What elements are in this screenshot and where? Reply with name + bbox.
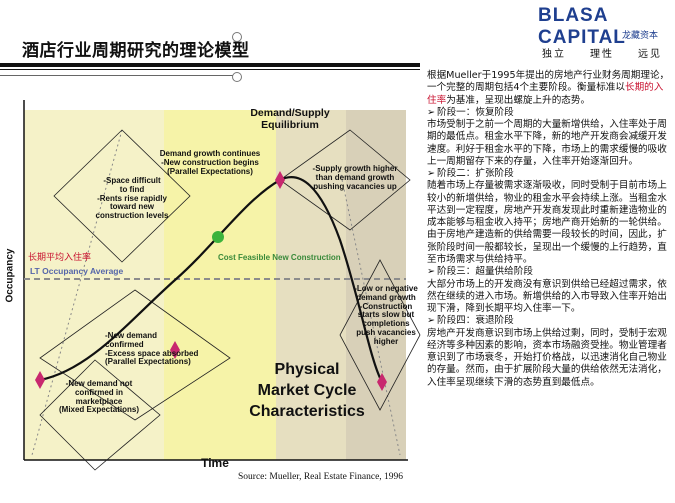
note-supply-growth: -Supply growth higher than demand growth… xyxy=(312,164,398,191)
note-demand-not-confirmed: -New demand not confirmed in marketplace… xyxy=(58,379,139,415)
phase-band-expansion xyxy=(164,110,276,460)
intro-paragraph: 根据Mueller于1995年提出的房地产行业财务周期理论，一个完整的周期包括4… xyxy=(427,70,670,106)
cycle-point-marker-4 xyxy=(377,373,387,391)
note-demand-confirmed: -New demand confirmed -Excess space abso… xyxy=(105,331,199,367)
logo-sub: 龙藏资本 xyxy=(622,31,659,41)
title-rule-thin xyxy=(0,69,420,70)
note-diamond-negative xyxy=(339,259,421,411)
phase3-body: 大部分市场上的开发商没有意识到供给已经超过需求，依然在继续的进入市场。新增供给的… xyxy=(427,278,667,315)
phase4-body: 房地产开发商意识到市场上供给过剩，同时，受制于宏观经济等多种因素的影响，资本市场… xyxy=(427,327,667,388)
guide-line-left xyxy=(31,129,123,456)
arrow-bullet-icon: ➢ xyxy=(427,266,436,278)
logo-slogan: 独立 理性 远见 xyxy=(542,49,662,60)
phase4-heading: ➢阶段四：衰退阶段 xyxy=(427,315,514,327)
title-rule xyxy=(0,63,420,67)
arrow-bullet-icon: ➢ xyxy=(427,106,436,118)
cost-feasible-marker xyxy=(212,231,224,243)
note-negative-demand: -Low or negative demand growth -Construc… xyxy=(354,284,418,346)
resize-handle-top-left[interactable] xyxy=(232,32,242,42)
logo-brand: BLASA CAPITAL xyxy=(538,5,626,48)
note-rents-rise: -Space difficult to find -Rents rise rap… xyxy=(95,176,169,221)
page-title: 酒店行业周期研究的理论模型 xyxy=(22,41,250,61)
phase-band-recovery xyxy=(24,110,164,460)
cost-feasible-label: Cost Feasible New Construction xyxy=(218,253,341,262)
selection-frame-top xyxy=(0,75,237,76)
note-diamond-rents xyxy=(53,129,191,263)
figure-source: Source: Mueller, Real Estate Finance, 19… xyxy=(238,472,404,482)
phase2-heading: ➢阶段二：扩张阶段 xyxy=(427,168,514,180)
highlight-occupancy: 长期的入住率 xyxy=(427,82,664,106)
cycle-diagram xyxy=(23,100,421,471)
phase1-body: 市场受制于之前一个周期的大量新增供给，入住率处于周期的最低点。租金水平下降，新的… xyxy=(427,119,667,167)
phase2-body: 随着市场上存量被需求逐渐吸收，同时受制于目前市场上较小的新增供给，物业的租金水平… xyxy=(427,180,667,265)
arrow-bullet-icon: ➢ xyxy=(427,168,436,180)
brand-logo: BLASA CAPITAL 龙藏资本 独立 理性 远见 xyxy=(538,5,673,61)
cycle-point-marker-3 xyxy=(275,171,285,189)
figure-heading-physical-cycle: Physical Market Cycle Characteristics xyxy=(249,361,365,420)
mueller-cycle-figure: Demand/Supply Equilibrium Demand growth … xyxy=(0,70,425,503)
x-axis-label: Time xyxy=(201,456,229,470)
phase1-heading: ➢阶段一：恢复阶段 xyxy=(427,106,514,118)
lt-average-cn-label: 长期平均入住率 xyxy=(28,253,92,263)
note-diamond-not-confirmed xyxy=(39,359,161,471)
note-demand-continues: Demand growth continues -New constructio… xyxy=(159,149,261,176)
note-diamond-confirmed xyxy=(39,289,231,421)
phase-band-hypersupply xyxy=(276,110,346,460)
lt-average-en-label: LT Occupancy Average xyxy=(30,266,124,276)
phase3-heading: ➢阶段三：超量供给阶段 xyxy=(427,266,533,278)
cycle-point-marker-2 xyxy=(170,341,180,359)
resize-handle-top-mid[interactable] xyxy=(232,72,242,82)
text-column: 根据Mueller于1995年提出的房地产行业财务周期理论，一个完整的周期包括4… xyxy=(427,70,671,389)
cycle-point-marker-1 xyxy=(35,371,45,389)
arrow-bullet-icon: ➢ xyxy=(427,315,436,327)
y-axis-label: Occupancy xyxy=(4,248,16,303)
note-diamond-supply xyxy=(279,129,411,231)
occupancy-cycle-curve xyxy=(39,176,383,383)
phase-header-equilibrium: Demand/Supply Equilibrium xyxy=(250,107,330,131)
guide-line-right xyxy=(339,169,401,456)
